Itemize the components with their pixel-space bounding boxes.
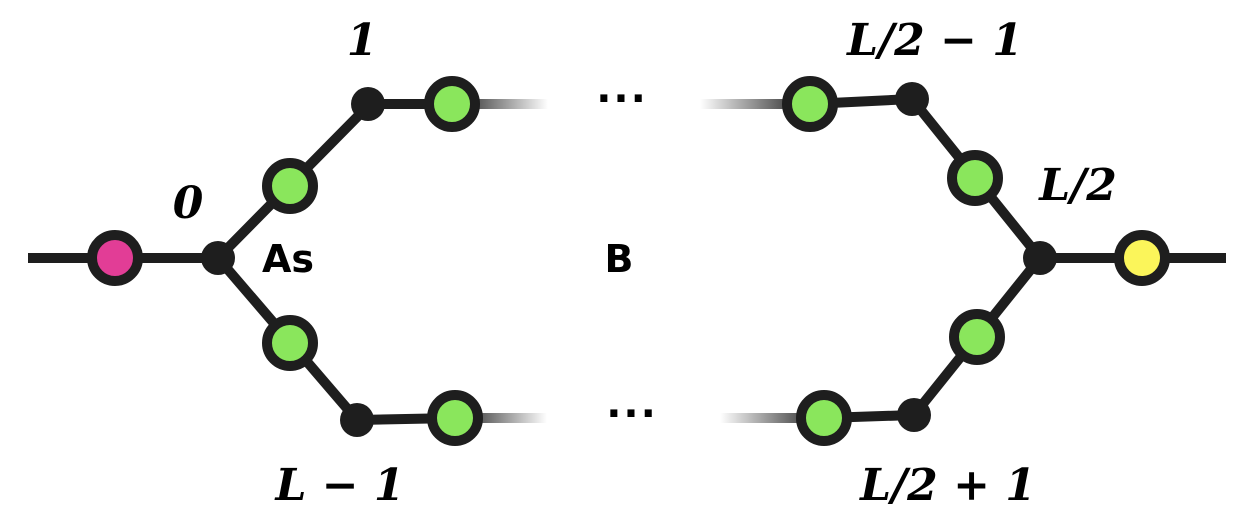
ring-site-lower-2 bbox=[427, 390, 483, 446]
junction-node-half-minus-1 bbox=[895, 82, 929, 116]
label-as: As bbox=[262, 237, 314, 281]
ring-site-upper-3 bbox=[782, 76, 838, 132]
label-b: B bbox=[605, 237, 634, 281]
bond-upper-left-fade bbox=[452, 99, 548, 109]
junction-node-half-plus-1 bbox=[897, 398, 931, 432]
upper-ellipsis: ··· bbox=[596, 76, 648, 122]
bond-lower-left-fade bbox=[455, 413, 547, 423]
label-site-l-minus-1: L − 1 bbox=[273, 460, 404, 511]
label-site-half: L/2 bbox=[1037, 160, 1117, 211]
label-site-half-minus-1: L/2 − 1 bbox=[845, 15, 1023, 66]
label-site-0: 0 bbox=[173, 178, 204, 229]
drain-site bbox=[1114, 230, 1170, 286]
bond-upper-right-fade bbox=[700, 99, 810, 109]
junction-node-0 bbox=[201, 241, 235, 275]
source-site bbox=[87, 230, 143, 286]
bond-lower-right-fade bbox=[720, 413, 824, 423]
junction-node-half bbox=[1023, 241, 1057, 275]
ring-site-upper-4 bbox=[947, 150, 1003, 206]
lower-ellipsis: ··· bbox=[606, 391, 658, 437]
junction-node-l-minus-1 bbox=[340, 403, 374, 437]
junction-node-1 bbox=[351, 87, 385, 121]
label-site-1: 1 bbox=[347, 15, 378, 66]
ring-site-lower-4 bbox=[949, 309, 1005, 365]
ring-site-lower-3 bbox=[796, 390, 852, 446]
ring-site-upper-1 bbox=[262, 158, 318, 214]
ring-site-upper-2 bbox=[424, 76, 480, 132]
label-site-half-plus-1: L/2 + 1 bbox=[858, 460, 1036, 511]
ring-site-lower-1 bbox=[262, 315, 318, 371]
